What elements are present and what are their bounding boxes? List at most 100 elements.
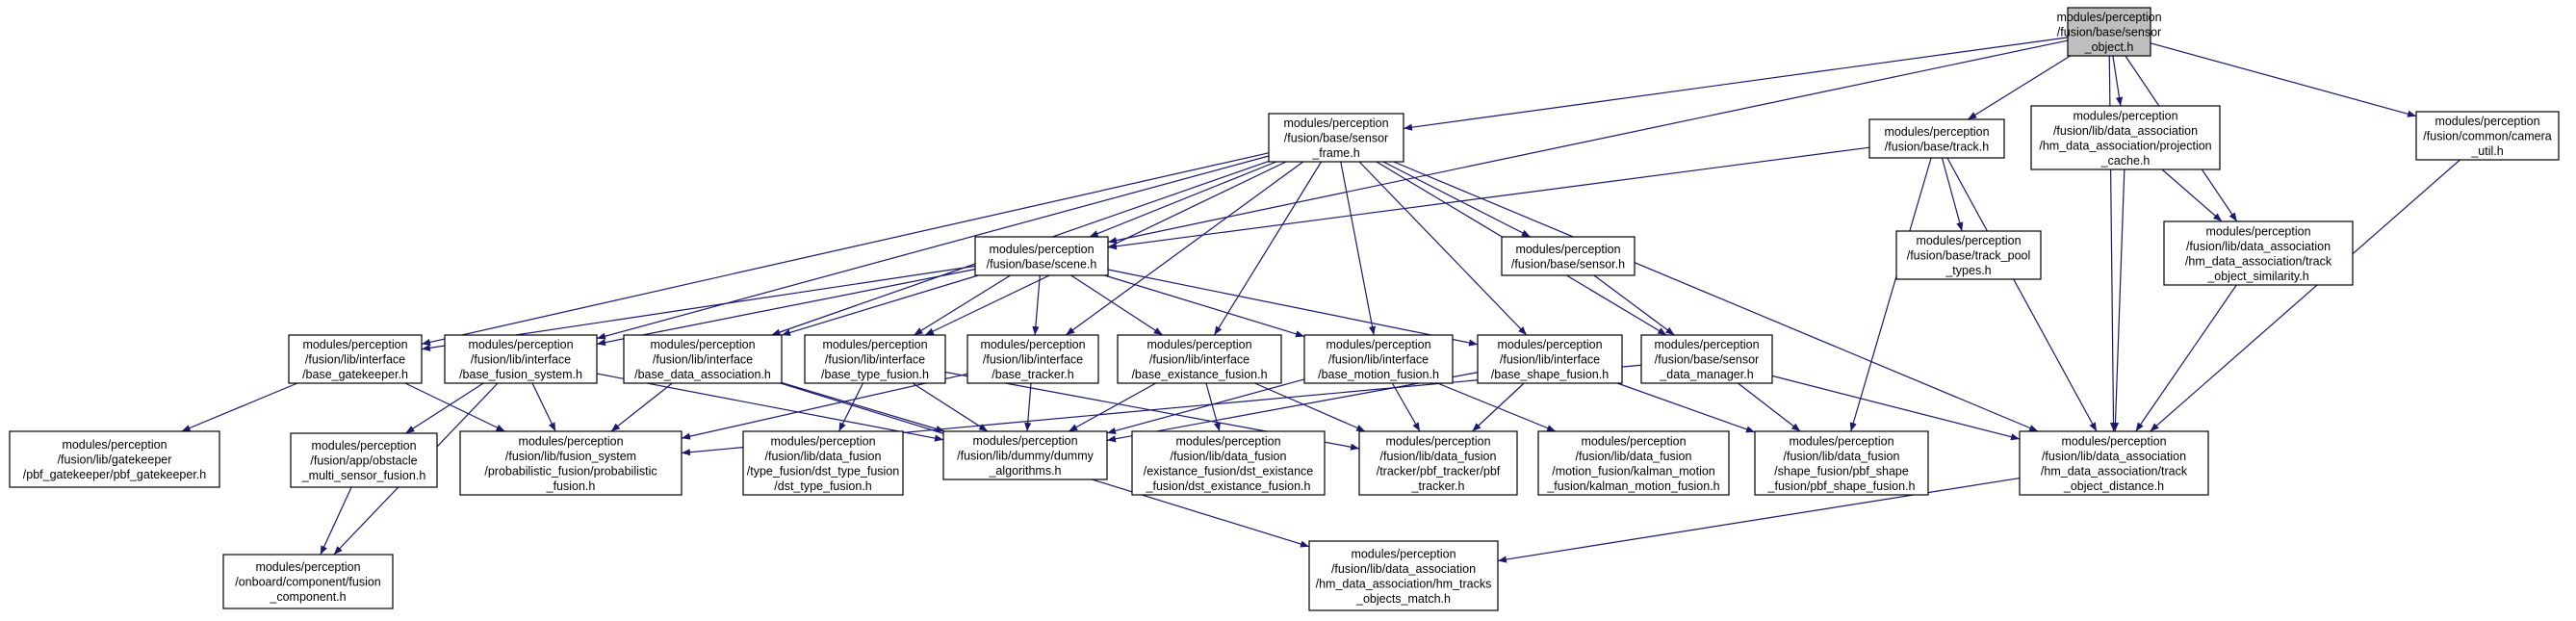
node-pbf-gatekeeper[interactable]: modules/perception/fusion/lib/gatekeeper… — [9, 430, 220, 488]
node-label-line: modules/perception — [2434, 115, 2539, 128]
node-base-shape-fusion[interactable]: modules/perception/fusion/lib/interface/… — [1477, 334, 1623, 384]
node-label-line: /fusion/lib/data_fusion — [1380, 450, 1497, 463]
node-label-line: /fusion/base/sensor — [1655, 353, 1759, 367]
node-label-line: modules/perception — [1351, 547, 1455, 560]
node-label-line: /fusion/common/camera — [2423, 130, 2551, 143]
node-dummy-algorithms[interactable]: modules/perception/fusion/lib/dummy/dumm… — [942, 430, 1108, 480]
edge-sensor-to-sensor_frame — [1382, 161, 1532, 238]
node-label-line: /fusion/base/sensor — [2057, 26, 2161, 39]
node-track-pool-types[interactable]: modules/perception/fusion/base/track_poo… — [1895, 230, 2042, 280]
node-fusion-component[interactable]: modules/perception/onboard/component/fus… — [222, 554, 394, 609]
node-scene[interactable]: modules/perception/fusion/base/scene.h — [974, 236, 1109, 276]
edge-base_fusion_system-to-sensor_frame — [596, 155, 1270, 340]
edge-probabilistic_fusion-to-base_fusion_system — [531, 382, 556, 432]
node-label-line: modules/perception — [1654, 338, 1759, 351]
edge-hm_tracks_objects_match-to-track_object_distance — [1497, 477, 2021, 563]
edge-probabilistic_fusion-to-base_data_association — [610, 382, 673, 432]
node-label-line: _cache.h — [2100, 154, 2151, 168]
node-probabilistic-fusion[interactable]: modules/perception/fusion/lib/fusion_sys… — [459, 430, 683, 496]
node-pbf-tracker[interactable]: modules/perception/fusion/lib/data_fusio… — [1358, 430, 1518, 496]
node-track[interactable]: modules/perception/fusion/base/track.h — [1868, 118, 2005, 159]
node-label-line: /fusion/lib/data_fusion — [765, 450, 882, 463]
node-label-line: _object_distance.h — [2063, 479, 2164, 493]
edge-base_existance_fusion-to-scene — [1070, 274, 1164, 336]
node-base-gatekeeper[interactable]: modules/perception/fusion/lib/interface/… — [288, 334, 423, 384]
node-base-tracker[interactable]: modules/perception/fusion/lib/interface/… — [966, 334, 1099, 384]
node-label-line: modules/perception — [1175, 434, 1280, 448]
edge-base_motion_fusion-to-scene — [1104, 274, 1305, 338]
node-label-line: _component.h — [269, 590, 346, 604]
node-label-line: modules/perception — [980, 338, 1085, 351]
node-dst-existance-fusion[interactable]: modules/perception/fusion/lib/data_fusio… — [1131, 430, 1326, 496]
node-label-line: modules/perception — [2205, 224, 2310, 238]
edge-base_existance_fusion-to-sensor_frame — [1213, 161, 1323, 336]
edge-fusion_component-to-obstacle_multi_sensor_fusion — [320, 486, 352, 556]
node-label-line: _multi_sensor_fusion.h — [301, 469, 426, 482]
node-label-line: _object_similarity.h — [2206, 270, 2308, 283]
edge-dummy_algorithms-to-base_data_association — [781, 381, 945, 432]
edge-sensor_data_manager-to-sensor — [1593, 274, 1675, 336]
node-label-line: /pbf_gatekeeper/pbf_gatekeeper.h — [23, 468, 206, 481]
edge-dummy_algorithms-to-base_type_fusion — [912, 382, 989, 432]
node-kalman-motion-fusion[interactable]: modules/perception/fusion/lib/data_fusio… — [1537, 430, 1730, 496]
node-base-motion-fusion[interactable]: modules/perception/fusion/lib/interface/… — [1303, 334, 1454, 384]
node-base-data-association[interactable]: modules/perception/fusion/lib/interface/… — [623, 334, 783, 384]
node-label-line: /fusion/lib/interface — [1328, 353, 1429, 367]
node-label-line: modules/perception — [311, 439, 416, 453]
node-label-line: modules/perception — [468, 338, 573, 351]
node-label-line: modules/perception — [822, 338, 927, 351]
edge-track_object_distance-to-track — [1946, 157, 2098, 432]
node-label-line: modules/perception — [972, 434, 1077, 448]
node-dst-type-fusion[interactable]: modules/perception/fusion/lib/data_fusio… — [742, 430, 904, 496]
node-label-line: modules/perception — [1884, 125, 1989, 139]
node-sensor[interactable]: modules/perception/fusion/base/sensor.h — [1501, 236, 1636, 276]
edge-pbf_gatekeeper-to-base_gatekeeper — [181, 382, 298, 432]
node-label-line: /fusion/lib/interface — [825, 353, 925, 367]
node-label-line: /base_motion_fusion.h — [1318, 368, 1439, 381]
edge-track_object_distance-to-sensor_frame — [1393, 161, 2039, 432]
edge-base_tracker-to-sensor_frame — [1065, 161, 1304, 336]
node-label-line: /base_fusion_system.h — [459, 368, 582, 381]
node-label-line: /dst_type_fusion.h — [774, 479, 872, 493]
node-label-line: /hm_data_association/projection — [2039, 139, 2211, 152]
edge-scene-to-sensor_frame — [1089, 161, 1277, 238]
node-label-line: /type_fusion/dst_type_fusion — [747, 464, 899, 478]
edge-track_object_distance-to-camera_util — [2150, 159, 2460, 432]
node-hm-tracks-objects-match[interactable]: modules/perception/fusion/lib/data_assoc… — [1308, 540, 1499, 611]
edge-scene-to-track — [1107, 146, 1870, 250]
node-label-line: /fusion/lib/data_fusion — [1171, 450, 1287, 463]
edge-camera_util-to-sensor_object — [2150, 42, 2417, 117]
node-track-object-distance[interactable]: modules/perception/fusion/lib/data_assoc… — [2019, 430, 2209, 496]
node-base-fusion-system[interactable]: modules/perception/fusion/lib/interface/… — [444, 334, 598, 384]
node-label-line: _object.h — [2084, 40, 2134, 54]
node-camera-util[interactable]: modules/perception/fusion/common/camera_… — [2415, 111, 2560, 161]
node-base-existance-fusion[interactable]: modules/perception/fusion/lib/interface/… — [1117, 334, 1282, 384]
node-track-object-similarity[interactable]: modules/perception/fusion/lib/data_assoc… — [2163, 220, 2354, 286]
edge-pbf_shape_fusion-to-sensor_data_manager — [1738, 382, 1801, 432]
node-obstacle-multi-sensor-fusion[interactable]: modules/perception/fusion/app/obstacle_m… — [290, 432, 438, 488]
node-label-line: _types.h — [1945, 264, 1991, 277]
node-base-type-fusion[interactable]: modules/perception/fusion/lib/interface/… — [804, 334, 946, 384]
node-label-line: /probabilistic_fusion/probabilistic — [484, 464, 657, 478]
node-label-line: modules/perception — [302, 338, 407, 351]
node-label-line: /fusion/lib/interface — [653, 353, 753, 367]
node-sensor-data-manager[interactable]: modules/perception/fusion/base/sensor_da… — [1640, 334, 1773, 384]
edge-track_object_distance-to-sensor_data_manager — [1771, 375, 2021, 441]
node-label-line: /fusion/lib/interface — [983, 353, 1083, 367]
node-sensor-frame[interactable]: modules/perception/fusion/base/sensor_fr… — [1268, 113, 1404, 163]
edge-dst_existance_fusion-to-base_existance_fusion — [1205, 382, 1221, 432]
node-label-line: /base_shape_fusion.h — [1491, 368, 1609, 381]
edge-track_object_distance-to-track_object_similarity — [2135, 284, 2237, 432]
edge-dummy_algorithms-to-base_fusion_system — [596, 373, 944, 442]
node-label-line: /base_tracker.h — [992, 368, 1074, 381]
node-pbf-shape-fusion[interactable]: modules/perception/fusion/lib/data_fusio… — [1754, 430, 1929, 496]
node-sensor-object[interactable]: modules/perception/fusion/base/sensor_ob… — [2056, 7, 2162, 57]
node-label-line: modules/perception — [1326, 338, 1430, 351]
node-projection-cache[interactable]: modules/perception/fusion/lib/data_assoc… — [2030, 105, 2221, 170]
node-label-line: /existance_fusion/dst_existance — [1144, 464, 1314, 478]
node-label-line: /fusion/base/track_pool — [1907, 249, 2031, 263]
node-label-line: modules/perception — [1581, 434, 1686, 448]
edge-pbf_shape_fusion-to-base_shape_fusion — [1616, 382, 1756, 433]
node-label-line: modules/perception — [62, 438, 167, 452]
edge-base_shape_fusion-to-scene — [1107, 269, 1479, 347]
